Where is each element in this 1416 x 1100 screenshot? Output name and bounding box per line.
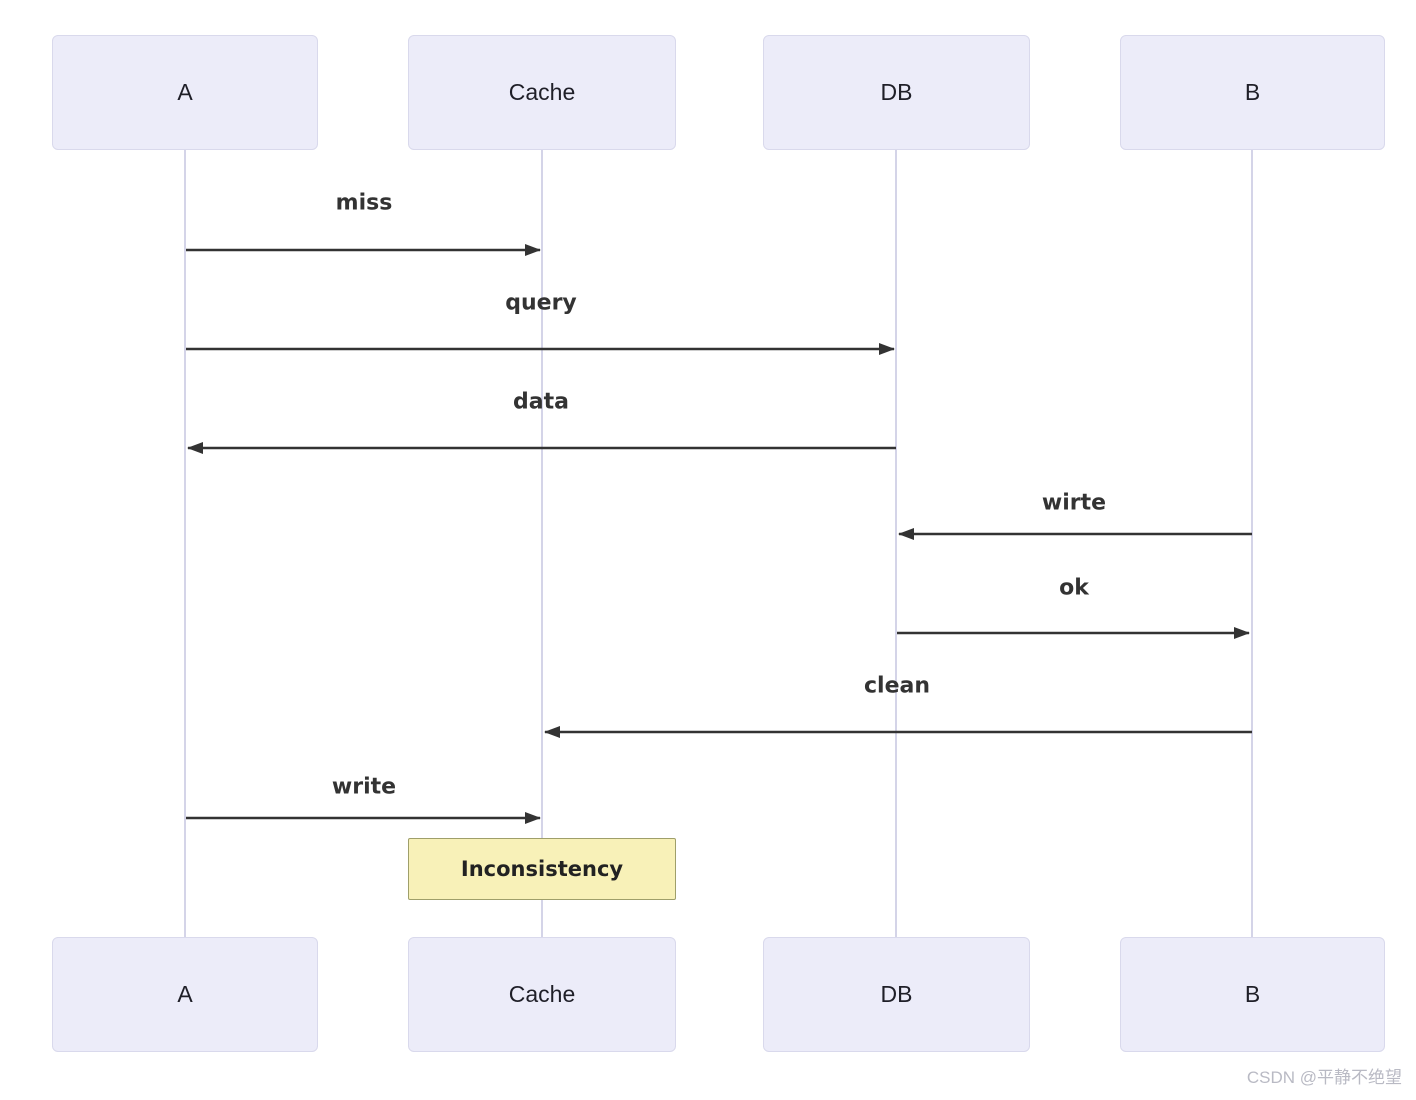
actor-box-cache-top: Cache [408,35,676,150]
message-label-query: query [505,290,577,316]
message-label-clean: clean [863,673,931,699]
actor-box-a-top: A [52,35,318,150]
message-label-data: data [513,389,569,415]
actor-label-cache-top: Cache [508,79,576,105]
lifeline-a [184,150,186,937]
message-label-miss: miss [335,190,393,216]
actor-box-cache-bottom: Cache [408,937,676,1052]
actor-label-a-bottom: A [177,981,193,1007]
actor-label-db-bottom: DB [880,981,913,1007]
lifeline-cache [541,150,543,937]
actor-box-b-top: B [1120,35,1385,150]
actor-label-b-bottom: B [1244,981,1261,1007]
note-inconsistency: Inconsistency [408,838,676,900]
actor-label-cache-bottom: Cache [508,981,576,1007]
lifeline-db [895,150,897,937]
message-label-wirte: wirte [1041,490,1107,516]
message-label-ok: ok [1059,575,1089,601]
note-label: Inconsistency [460,857,624,881]
csdn-watermark: CSDN @平静不绝望 [1246,1068,1402,1087]
actor-box-db-top: DB [763,35,1030,150]
actor-box-b-bottom: B [1120,937,1385,1052]
actor-box-db-bottom: DB [763,937,1030,1052]
actor-box-a-bottom: A [52,937,318,1052]
actor-label-b-top: B [1244,79,1261,105]
lifeline-b [1251,150,1253,937]
message-label-write: write [331,774,397,800]
actor-label-a-top: A [177,79,193,105]
actor-label-db-top: DB [880,79,913,105]
